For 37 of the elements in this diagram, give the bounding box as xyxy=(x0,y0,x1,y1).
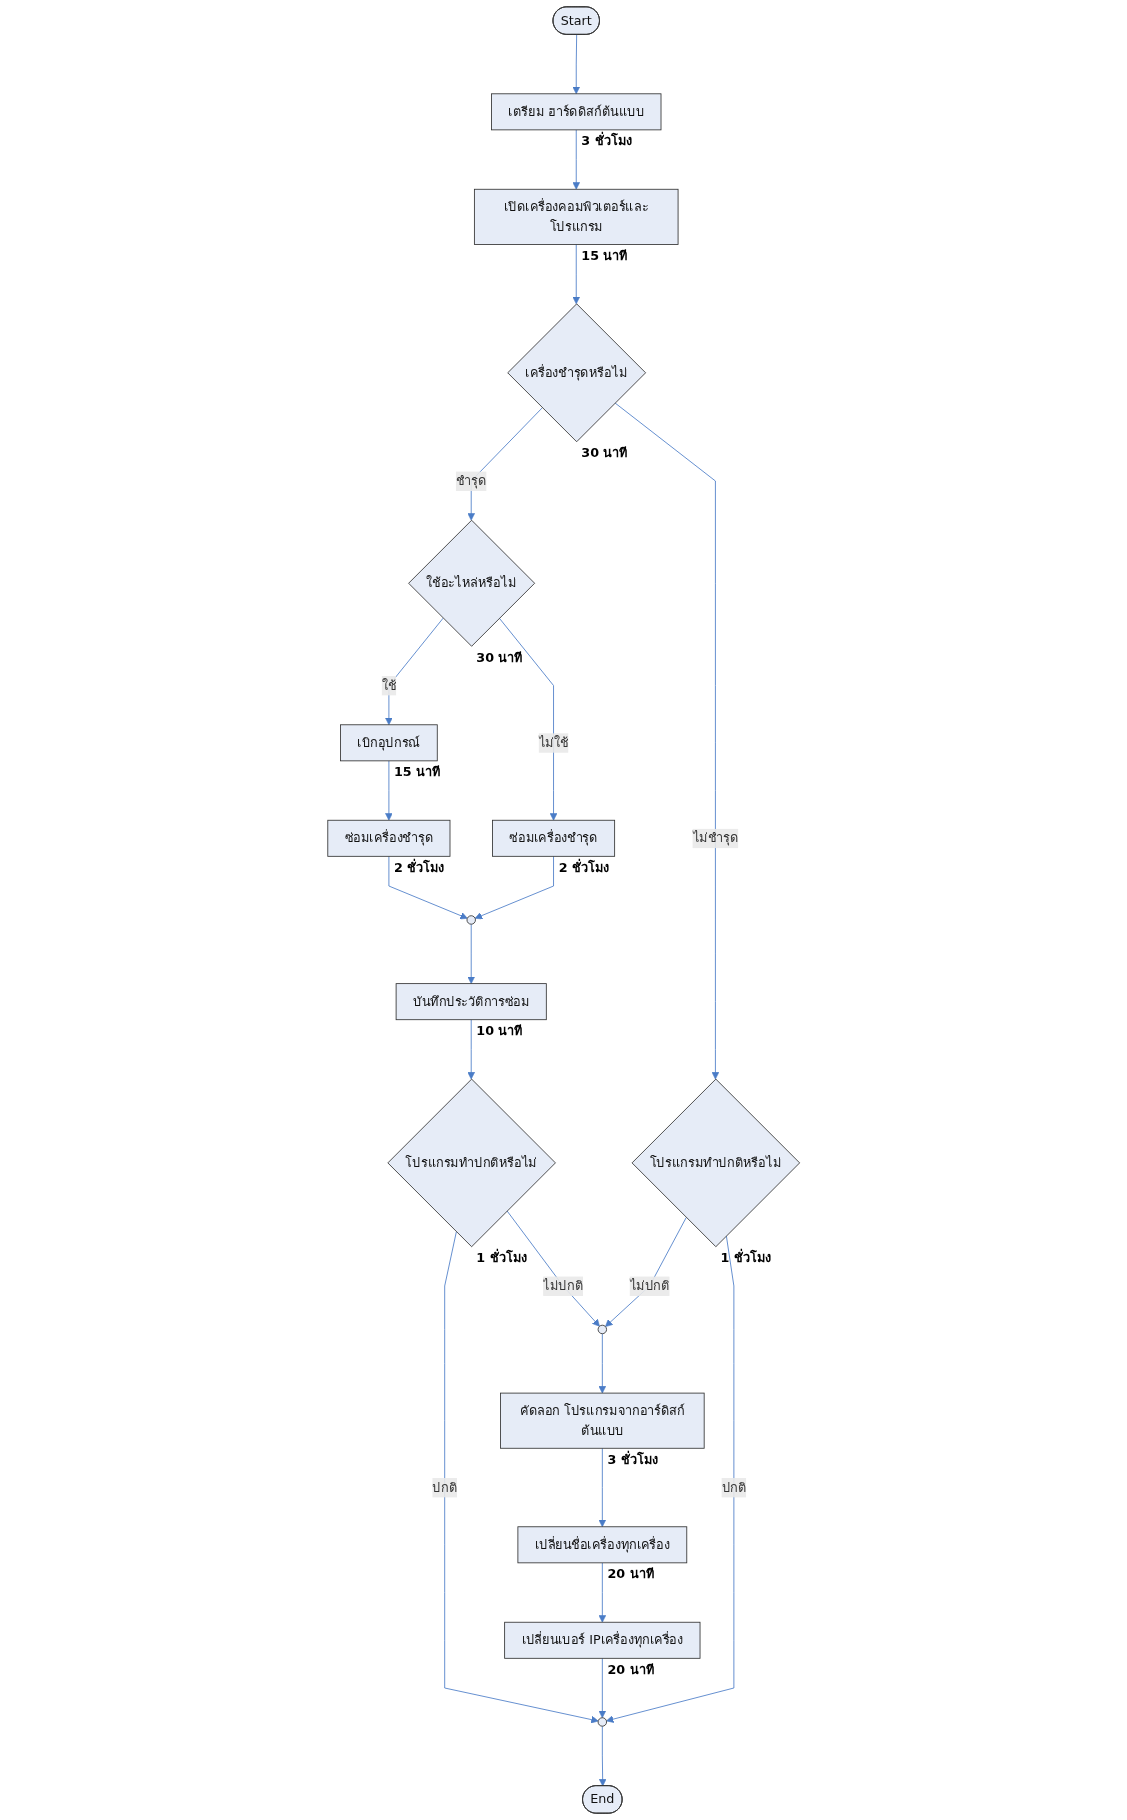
duration-label: 30 นาที xyxy=(581,445,628,460)
edge-label: ไม่ปกติ xyxy=(542,1278,583,1294)
node-circle xyxy=(597,1717,607,1727)
node-circle xyxy=(466,915,476,925)
node-circle xyxy=(597,1324,607,1335)
edge-label: ไม่ชำรุด xyxy=(692,830,739,846)
duration-label: 2 ชั่วโมง xyxy=(393,859,445,875)
node-box: เปลี่ยนชื่อเครื่องทุกเครื่อง xyxy=(517,1526,687,1564)
node-box: เบิกอุปกรณ์ xyxy=(339,724,438,762)
duration-label: 3 ชั่วโมง xyxy=(581,133,632,149)
node-box: เปลี่ยนเบอร์ IPเครื่องทุกเครื่อง xyxy=(504,1621,701,1659)
edge-label: ใช้ xyxy=(381,677,396,693)
node-box: คัดลอก โปรแกรมจากอาร์ดิสก์ต้นแบบ xyxy=(499,1392,705,1449)
node-diamond: โปรแกรมทำปกติหรือไม่ xyxy=(387,1078,556,1248)
node-box: เปิดเครื่องคอมพิวเตอร์และโปรแกรม xyxy=(473,188,679,245)
edge-label: ชำรุด xyxy=(455,473,487,489)
duration-label: 20 นาที xyxy=(607,1661,654,1677)
edge-label: ปกติ xyxy=(432,1479,457,1495)
duration-label: 1 ชั่วโมง xyxy=(476,1250,527,1265)
duration-label: 10 นาที xyxy=(476,1022,523,1038)
edge-label: ไม่ใช้ xyxy=(538,734,569,751)
node-box: ซ่อมเครื่องชำรุด xyxy=(327,819,451,857)
duration-label: 1 ชั่วโมง xyxy=(720,1250,771,1265)
duration-label: 15 นาที xyxy=(393,764,440,780)
duration-label: 20 นาที xyxy=(607,1566,654,1582)
node-box: เตรียม ฮาร์ดดิสก์ต้นแบบ xyxy=(490,93,662,131)
node-diamond: ใช้อะไหล่หรือไม่ xyxy=(408,519,535,647)
node-diamond: โปรแกรมทำปกติหรือไม่ xyxy=(631,1078,800,1248)
node-box: บันทึกประวัติการซ่อม xyxy=(395,983,547,1021)
edge-label: ไม่ปกติ xyxy=(629,1278,670,1294)
duration-label: 2 ชั่วโมง xyxy=(558,859,609,875)
duration-label: 3 ชั่วโมง xyxy=(607,1451,658,1467)
duration-label: 15 นาที xyxy=(581,247,628,263)
node-diamond: เครื่องชำรุดหรือไม่ xyxy=(507,303,646,443)
duration-label: 30 นาที xyxy=(476,649,523,665)
edge-label: ปกติ xyxy=(721,1479,746,1495)
node-box: ซ่อมเครื่องชำรุด xyxy=(491,819,615,857)
